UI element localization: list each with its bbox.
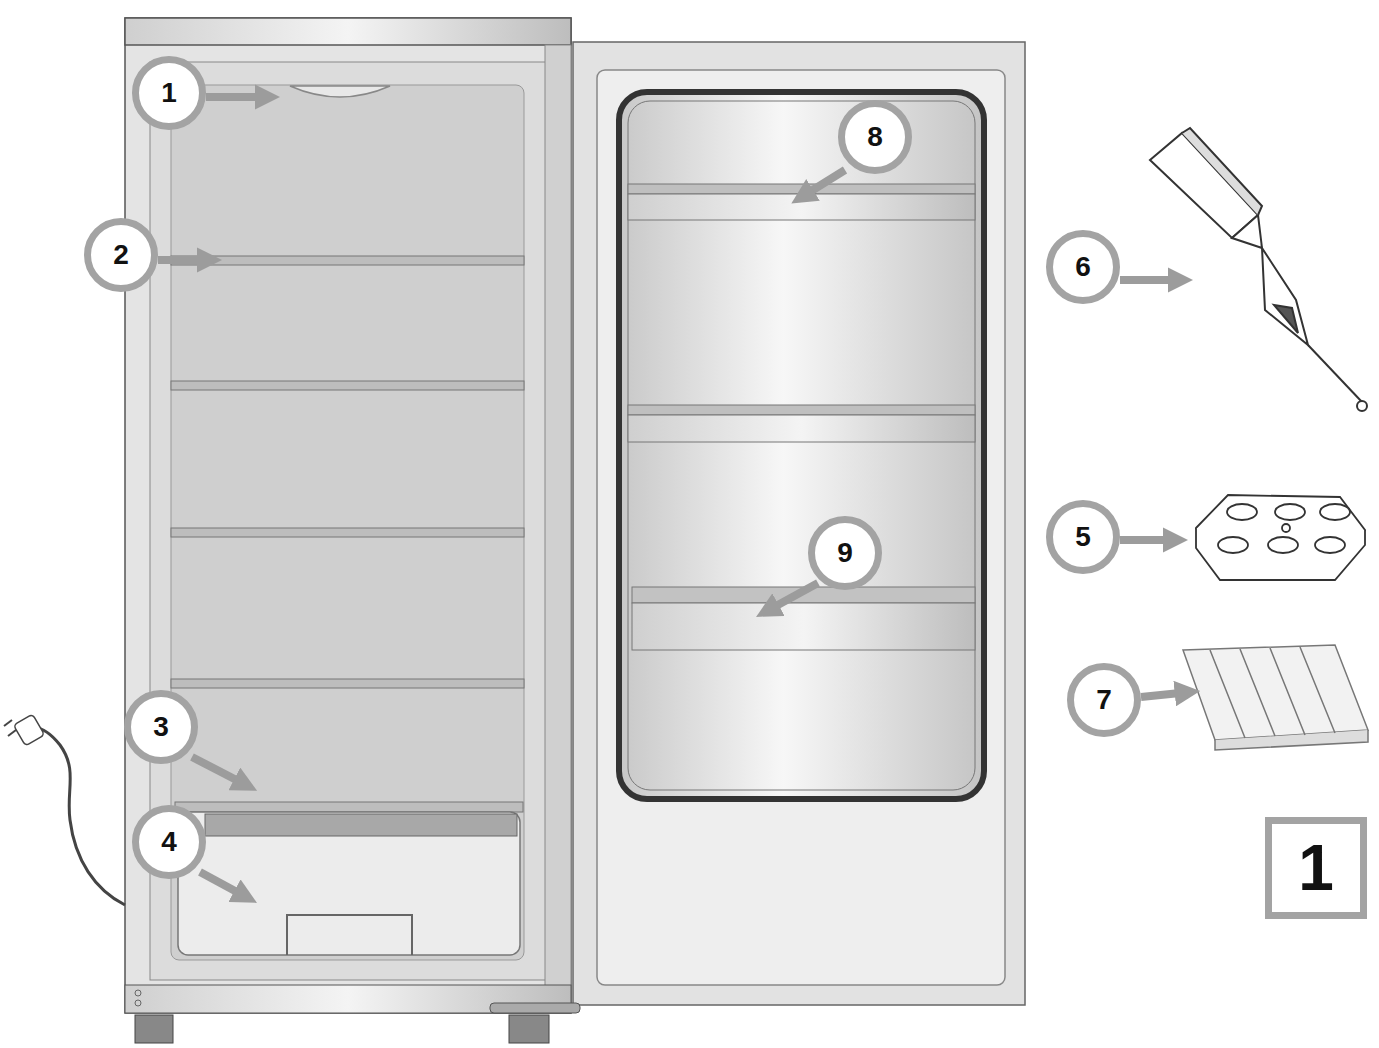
callout-text: 7	[1096, 686, 1112, 714]
callout-text: 9	[837, 539, 853, 567]
callout-number: 3	[124, 690, 198, 764]
callout-number: 1	[132, 56, 206, 130]
callout-number: 9	[808, 516, 882, 590]
callout-number: 8	[838, 100, 912, 174]
callout-text: 5	[1075, 523, 1091, 551]
callout-text: 3	[153, 713, 169, 741]
callout-number: 4	[132, 805, 206, 879]
callout-number: 6	[1046, 230, 1120, 304]
figure-number: 1	[1298, 836, 1334, 900]
callout-number: 5	[1046, 500, 1120, 574]
callout-text: 8	[867, 123, 883, 151]
figure-number-box: 1	[1265, 817, 1367, 919]
callout-number: 7	[1067, 663, 1141, 737]
callout-number: 2	[84, 218, 158, 292]
callout-text: 2	[113, 241, 129, 269]
callout-text: 6	[1075, 253, 1091, 281]
callout-text: 4	[161, 828, 177, 856]
callout-text: 1	[161, 79, 177, 107]
